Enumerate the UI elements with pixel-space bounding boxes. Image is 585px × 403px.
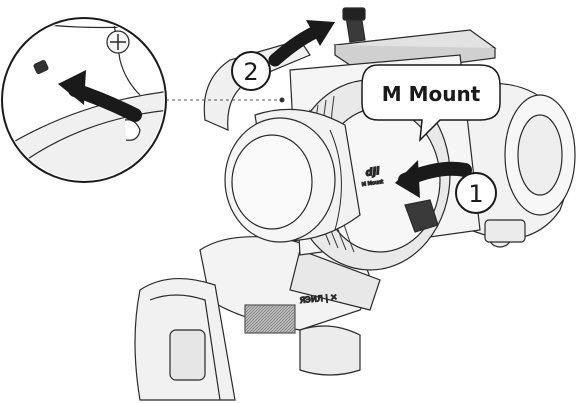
callout-bubble — [361, 64, 501, 143]
handle-button-panel — [169, 329, 206, 381]
step-2-number: 2 — [243, 58, 258, 86]
detail-inset — [1, 17, 167, 183]
mount-callout: M Mount — [361, 64, 501, 143]
step-1-badge: 1 — [455, 172, 497, 214]
inset-lever — [33, 59, 49, 75]
step-2-badge: 2 — [231, 51, 271, 91]
pan-base — [299, 325, 361, 376]
inset-arrow — [58, 70, 142, 122]
inset-leader-dot — [279, 97, 285, 103]
adapter-logo-sub: M Mount — [361, 179, 383, 188]
step-1-arrow — [395, 160, 472, 198]
arm-marking: ЯЭИЛ | ✕ — [299, 293, 337, 305]
tilt-arm — [203, 39, 311, 131]
step-1-number: 1 — [468, 180, 483, 208]
lens — [224, 108, 361, 243]
step-2-arrow — [268, 20, 335, 67]
callout-label: M Mount — [382, 82, 481, 106]
gimbal-body: ЯЭИЛ | ✕ — [134, 39, 576, 401]
mount-lock-tab — [404, 199, 439, 233]
adapter-logo: dji — [365, 166, 381, 179]
lens-glass — [231, 134, 313, 230]
hatched-pad — [244, 304, 296, 334]
